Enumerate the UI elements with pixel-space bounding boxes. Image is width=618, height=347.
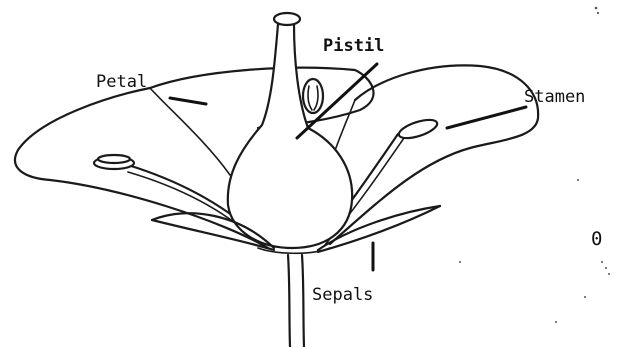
petal-pointer [170,98,206,104]
label-stamen: Stamen [524,89,585,106]
label-petal: Petal [96,74,147,91]
stem [288,255,304,347]
scan-specks [459,7,610,323]
petal-left [15,88,268,248]
label-sepals: Sepals [312,287,373,304]
label-pistil: Pistil [323,38,384,55]
stamen-back [303,79,323,113]
corner-mark: 0 [591,230,602,249]
stamen-pointer [447,107,526,128]
petal-right [330,65,538,244]
